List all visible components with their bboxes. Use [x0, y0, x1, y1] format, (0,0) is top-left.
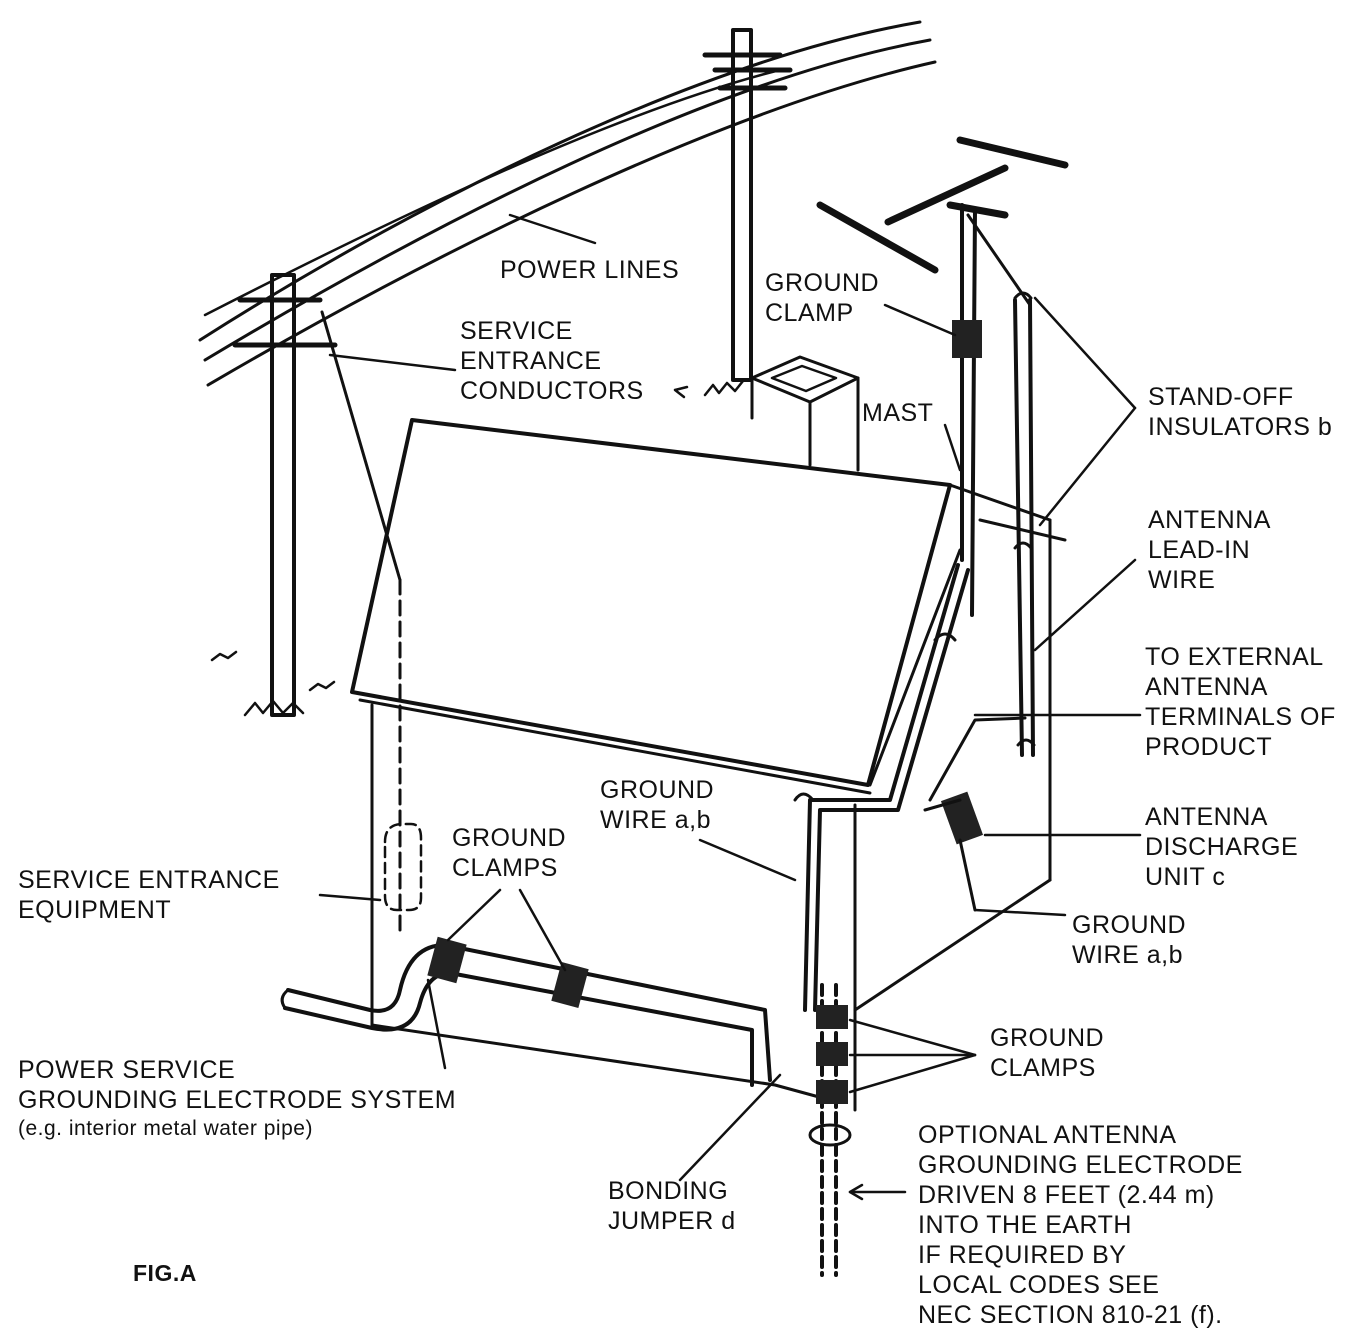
label-line: EQUIPMENT: [18, 896, 172, 924]
label-line: NEC SECTION 810-21 (f).: [918, 1301, 1223, 1329]
label-note: (e.g. interior metal water pipe): [18, 1117, 313, 1140]
label-line: LOCAL CODES SEE: [918, 1271, 1160, 1299]
pipe-ground-clamp-2: [551, 962, 589, 1008]
antenna-discharge-unit: [923, 716, 1027, 912]
label-line: SERVICE: [460, 317, 573, 345]
label-power-service-grounding: POWER SERVICE GROUNDING ELECTRODE SYSTEM…: [18, 1055, 456, 1143]
label-line: ANTENNA: [1145, 803, 1268, 831]
figure-label: FIG.A: [133, 1260, 197, 1286]
label-ground-clamps-right: GROUND CLAMPS: [990, 1023, 1104, 1083]
label-line: TERMINALS OF: [1145, 703, 1336, 731]
label-line: INSULATORS b: [1148, 413, 1333, 441]
label-ground-clamp-top: GROUND CLAMP: [765, 268, 879, 328]
label-line: DRIVEN 8 FEET (2.44 m): [918, 1181, 1215, 1209]
label-line: WIRE: [1148, 566, 1216, 594]
label-line: POWER LINES: [500, 256, 680, 284]
antenna-lead-in-wire: [978, 291, 1067, 757]
label-line: JUMPER d: [608, 1207, 736, 1235]
label-to-external-antenna-terminals: TO EXTERNAL ANTENNA TERMINALS OF PRODUCT: [1145, 642, 1336, 762]
label-ground-wire-middle: GROUND WIRE a,b: [600, 775, 714, 835]
label-mast: MAST: [862, 398, 933, 428]
label-line: PRODUCT: [1145, 733, 1273, 761]
leader-lines: [318, 213, 1142, 1201]
label-optional-grounding-electrode: OPTIONAL ANTENNA GROUNDING ELECTRODE DRI…: [918, 1120, 1243, 1330]
label-service-entrance-conductors: SERVICE ENTRANCE CONDUCTORS: [460, 316, 644, 406]
label-line: DISCHARGE: [1145, 833, 1299, 861]
label-line: BONDING: [608, 1177, 729, 1205]
label-bonding-jumper: BONDING JUMPER d: [608, 1176, 736, 1236]
label-antenna-discharge-unit: ANTENNA DISCHARGE UNIT c: [1145, 802, 1298, 892]
label-line: GROUND: [452, 824, 567, 852]
label-line: GROUND: [1072, 911, 1187, 939]
label-line: IF REQUIRED BY: [918, 1241, 1127, 1269]
label-line: LEAD-IN: [1148, 536, 1251, 564]
antenna-mast: [952, 203, 1032, 617]
label-line: GROUND: [765, 269, 880, 297]
utility-pole-left: [210, 273, 338, 717]
label-line: STAND-OFF: [1148, 383, 1294, 411]
label-line: GROUND: [990, 1024, 1105, 1052]
grounding-electrode: [808, 983, 852, 1277]
label-line: ANTENNA: [1145, 673, 1268, 701]
label-line: UNIT c: [1145, 863, 1226, 891]
label-line: SERVICE ENTRANCE: [18, 866, 280, 894]
label-line: WIRE a,b: [1072, 941, 1183, 969]
label-line: INTO THE EARTH: [918, 1211, 1132, 1239]
label-line: POWER SERVICE: [18, 1056, 236, 1084]
mast-ground-wire: [793, 563, 970, 1012]
antenna: [816, 136, 1069, 274]
label-line: MAST: [862, 399, 934, 427]
house: [350, 418, 1052, 1112]
label-ground-clamps-left: GROUND CLAMPS: [452, 823, 566, 883]
label-service-entrance-equipment: SERVICE ENTRANCE EQUIPMENT: [18, 865, 280, 925]
label-antenna-lead-in-wire: ANTENNA LEAD-IN WIRE: [1148, 505, 1271, 595]
label-line: WIRE a,b: [600, 806, 711, 834]
label-line: ANTENNA: [1148, 506, 1271, 534]
label-line: GROUNDING ELECTRODE SYSTEM: [18, 1086, 457, 1114]
utility-pole-right: [702, 28, 793, 397]
pipe-ground-clamp-1: [427, 936, 467, 984]
label-line: GROUND: [600, 776, 715, 804]
label-line: CLAMP: [765, 299, 854, 327]
label-ground-wire-right: GROUND WIRE a,b: [1072, 910, 1186, 970]
label-line: TO EXTERNAL: [1145, 643, 1324, 671]
label-line: CLAMPS: [452, 854, 558, 882]
label-line: GROUNDING ELECTRODE: [918, 1151, 1243, 1179]
label-line: ENTRANCE: [460, 347, 602, 375]
label-power-lines: POWER LINES: [500, 255, 679, 285]
chimney: [750, 355, 860, 472]
label-line: CONDUCTORS: [460, 377, 644, 405]
label-line: CLAMPS: [990, 1054, 1096, 1082]
label-stand-off-insulators: STAND-OFF INSULATORS b: [1148, 382, 1332, 442]
label-line: OPTIONAL ANTENNA: [918, 1121, 1177, 1149]
